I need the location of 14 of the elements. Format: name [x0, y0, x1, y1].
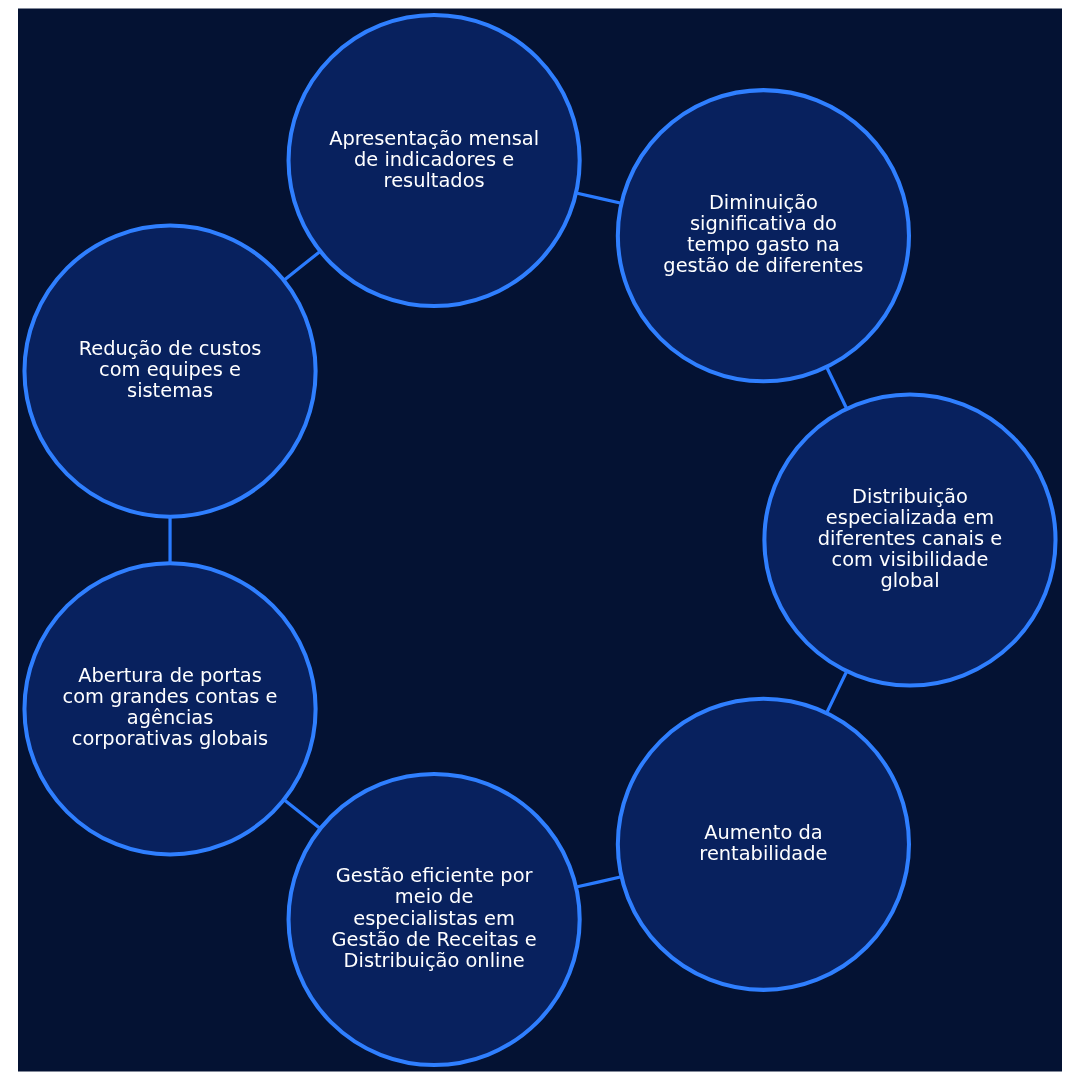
- node-circle: Aumento da rentabilidade: [615, 696, 911, 992]
- connector: [168, 516, 172, 564]
- node-circle: Abertura de portas com grandes contas e agências corporativas globais: [22, 561, 318, 857]
- node-circle: Apresentação mensal de indicadores e resultados: [286, 12, 582, 309]
- connector: [825, 670, 849, 714]
- node-circle: Gestão eficiente por meio de especialistas em Gestão de Receitas e Distribuição online: [286, 771, 582, 1068]
- node-circle: Distribuição especializada em diferentes canais e com visibilidade global: [762, 392, 1058, 688]
- connector: [575, 875, 622, 889]
- connector: [283, 798, 321, 830]
- node-circle: Diminuição significativa do tempo gasto na gestão de diferentes: [615, 88, 911, 384]
- node-circle: Redução de custos com equipes e sistemas: [22, 223, 318, 519]
- connector: [283, 250, 322, 282]
- connector: [575, 191, 622, 205]
- connector: [825, 366, 849, 410]
